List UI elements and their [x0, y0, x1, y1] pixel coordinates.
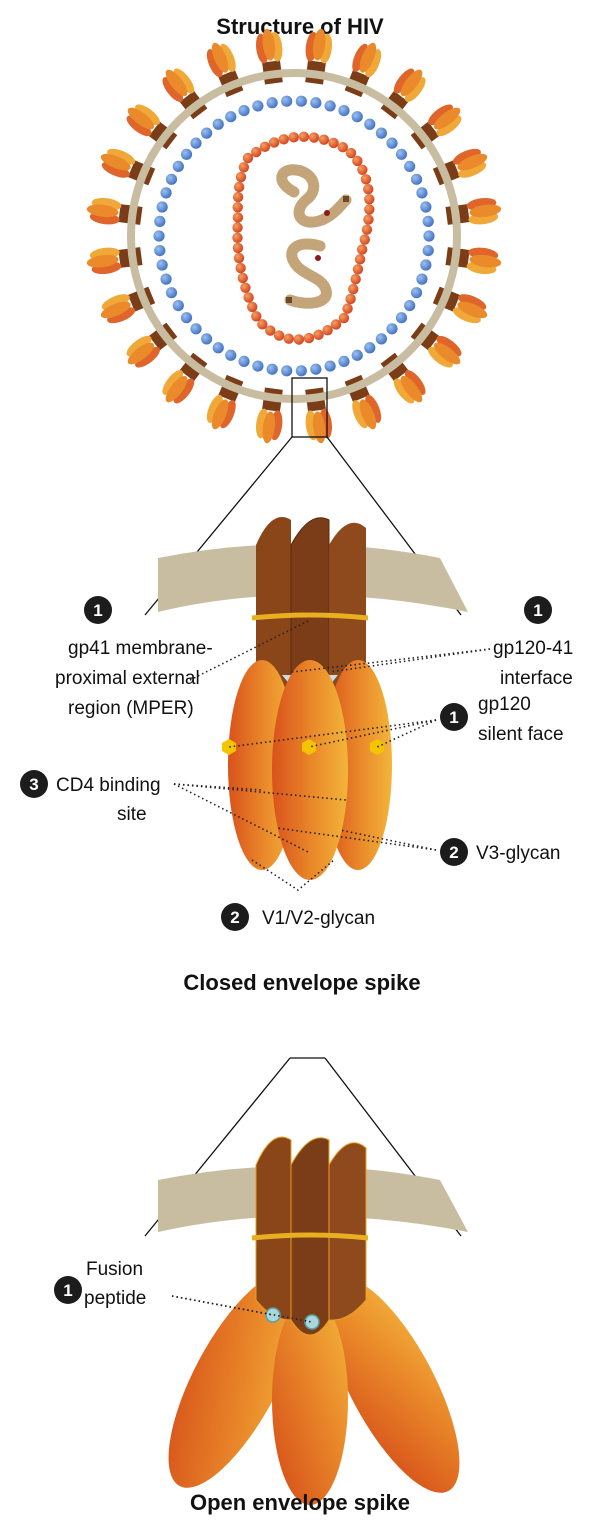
- svg-text:2: 2: [449, 843, 458, 862]
- virion: [85, 27, 503, 445]
- page-title: Structure of HIV: [216, 14, 384, 39]
- gp120-middle: [272, 660, 348, 880]
- envelope-spikes: [85, 27, 503, 445]
- label-mper-line2: proximal external: [55, 668, 200, 689]
- svg-text:1: 1: [449, 708, 458, 727]
- closed-envelope-spike: [158, 517, 468, 880]
- label-silent-face-line2: silent face: [478, 724, 564, 745]
- capsid: [232, 132, 374, 345]
- svg-text:2: 2: [230, 908, 239, 927]
- viral-membrane: [131, 73, 457, 399]
- label-fusion-line2: peptide: [84, 1288, 146, 1309]
- label-v3: V3-glycan: [476, 843, 561, 864]
- svg-text:1: 1: [533, 601, 542, 620]
- label-fusion-line1: Fusion: [86, 1259, 143, 1280]
- label-mper-line1: gp41 membrane-: [68, 638, 213, 659]
- label-cd4-line2: site: [117, 804, 147, 825]
- open-gp41-left: [256, 1137, 291, 1320]
- open-envelope-spike: [143, 1137, 486, 1511]
- fusion-peptide-marker: [266, 1308, 280, 1322]
- viral-rna: [282, 170, 349, 303]
- svg-text:1: 1: [63, 1281, 72, 1300]
- open-spike-caption: Open envelope spike: [190, 1490, 410, 1515]
- label-silent-face-line1: gp120: [478, 694, 531, 715]
- svg-text:3: 3: [29, 775, 38, 794]
- closed-spike-caption: Closed envelope spike: [183, 970, 420, 995]
- svg-text:1: 1: [93, 601, 102, 620]
- label-gp120-41-line2: interface: [500, 668, 573, 689]
- label-cd4-line1: CD4 binding: [56, 775, 161, 796]
- label-mper-line3: region (MPER): [68, 698, 194, 719]
- label-v1v2: V1/V2-glycan: [262, 908, 375, 929]
- label-gp120-41-line1: gp120-41: [493, 638, 573, 659]
- open-gp41-right: [329, 1143, 366, 1320]
